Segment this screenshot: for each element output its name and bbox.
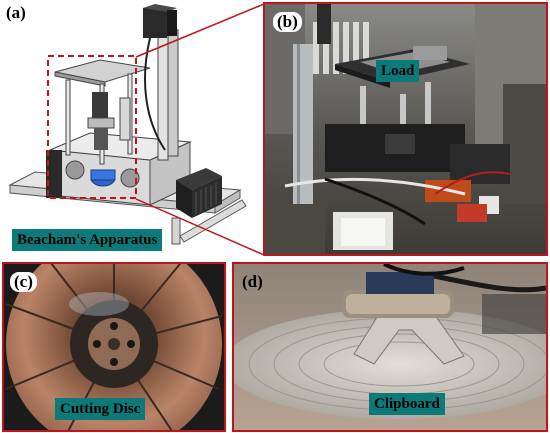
panel-c-caption: Cutting Disc	[55, 398, 146, 420]
panel-c: (c) Cutting Disc	[2, 262, 226, 432]
panel-b-letter: (b)	[273, 12, 302, 32]
apparatus-cad-drawing	[8, 4, 247, 245]
panel-d-letter: (d)	[242, 272, 263, 291]
lab-setup-photo	[265, 4, 546, 254]
panel-a: (a) Beacham's Apparatus	[0, 0, 262, 256]
cutting-disc-photo	[4, 264, 224, 430]
panel-d: (d) Clipboard	[232, 262, 548, 432]
panel-b: (b) Load	[263, 2, 548, 256]
panel-b-caption: Load	[376, 60, 420, 82]
panel-d-caption: Clipboard	[369, 393, 445, 415]
panel-c-letter: (c)	[10, 272, 37, 292]
panel-a-caption: Beacham's Apparatus	[12, 229, 163, 251]
panel-a-letter: (a)	[6, 3, 26, 22]
